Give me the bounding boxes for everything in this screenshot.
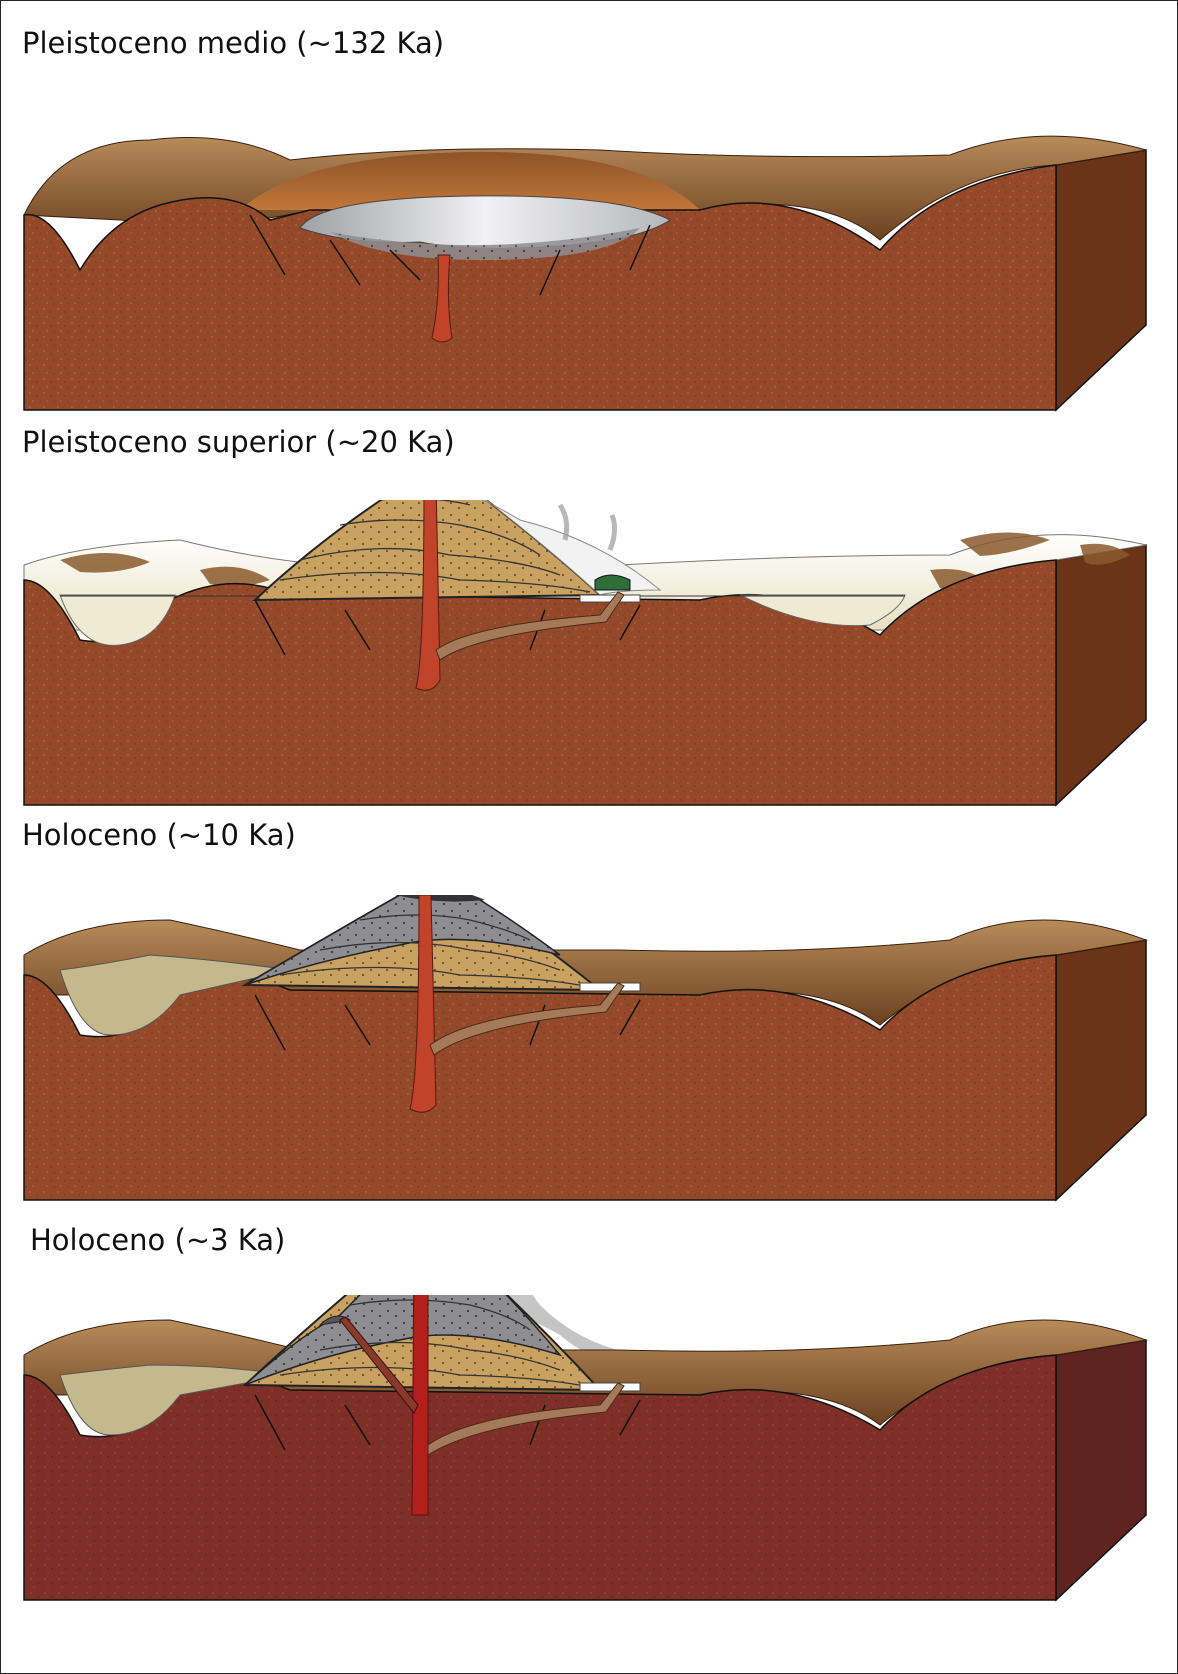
stage-title-holocene-3ka: Holoceno (~3 Ka) — [30, 1223, 286, 1257]
stage-title-holocene-10ka: Holoceno (~10 Ka) — [22, 818, 296, 852]
block-diagram-pleistocene-upper — [23, 500, 1147, 807]
block-diagram-pleistocene-middle — [23, 135, 1147, 412]
block-diagram-holocene-10ka — [23, 895, 1148, 1202]
block-diagram-holocene-3ka — [23, 1295, 1148, 1602]
stage-title-pleistocene-upper: Pleistoceno superior (~20 Ka) — [22, 425, 455, 459]
stage-title-pleistocene-middle: Pleistoceno medio (~132 Ka) — [22, 26, 445, 60]
